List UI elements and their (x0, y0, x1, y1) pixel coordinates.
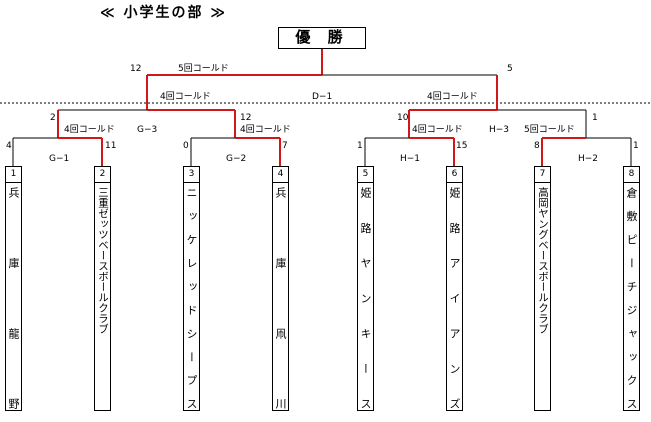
semi-right-note: 4回コールド (427, 92, 478, 102)
h1-right-score: 15 (456, 141, 468, 151)
g3-left-score: 2 (50, 113, 56, 123)
h1-label: H−1 (400, 154, 421, 164)
team-card: 3 ニッケレッドシープス (183, 166, 200, 411)
final-left-score: 12 (130, 64, 142, 74)
g1-label: G−1 (49, 154, 70, 164)
team-name: 倉敷ピーチジャックス (625, 187, 638, 409)
team-name: 姫路ヤンキース (359, 187, 372, 409)
g3-left-note: 4回コールド (64, 125, 115, 135)
final-right-score: 5 (507, 64, 513, 74)
g3-right-score: 12 (240, 113, 252, 123)
d1-label: D−1 (312, 92, 333, 102)
team-number: 4 (273, 167, 288, 183)
team-number: 7 (535, 167, 550, 183)
team-name: 三重ゼッツベースボールクラブ (97, 187, 109, 334)
team-card: 5 姫路ヤンキース (357, 166, 374, 411)
g2-left-score: 0 (183, 141, 189, 151)
team-card: 1 兵庫龍野 (5, 166, 22, 411)
g3-label: G−3 (137, 125, 158, 135)
team-number: 3 (184, 167, 199, 183)
h3-left-score: 10 (397, 113, 409, 123)
team-name: ニッケレッドシープス (185, 187, 198, 409)
h3-right-note: 5回コールド (524, 125, 575, 135)
team-card: 6 姫路アイアンズ (446, 166, 463, 411)
g2-label: G−2 (226, 154, 247, 164)
semi-left-note: 4回コールド (160, 92, 211, 102)
team-name: 姫路アイアンズ (448, 187, 461, 409)
team-number: 8 (624, 167, 639, 183)
h2-left-score: 8 (534, 141, 540, 151)
team-card: 2 三重ゼッツベースボールクラブ (94, 166, 111, 411)
page-title: ≪ 小学生の部 ≫ (100, 5, 228, 21)
team-card: 4 兵庫凧川 (272, 166, 289, 411)
final-note: 5回コールド (178, 64, 229, 74)
team-name: 兵庫龍野 (7, 187, 20, 409)
h3-right-score: 1 (592, 113, 598, 123)
team-number: 5 (358, 167, 373, 183)
h3-label: H−3 (489, 125, 510, 135)
team-number: 2 (95, 167, 110, 183)
team-number: 1 (6, 167, 21, 183)
h1-left-score: 1 (357, 141, 363, 151)
g1-right-score: 11 (105, 141, 117, 151)
champion-box: 優 勝 (278, 27, 366, 49)
h3-left-note: 4回コールド (412, 125, 463, 135)
g2-right-score: 7 (282, 141, 288, 151)
team-card: 8 倉敷ピーチジャックス (623, 166, 640, 411)
g1-left-score: 4 (6, 141, 12, 151)
team-number: 6 (447, 167, 462, 183)
h2-label: H−2 (578, 154, 599, 164)
team-name: 兵庫凧川 (274, 187, 287, 409)
team-name: 高岡ヤングベースボールクラブ (537, 187, 549, 334)
h2-right-score: 1 (633, 141, 639, 151)
team-card: 7 高岡ヤングベースボールクラブ (534, 166, 551, 411)
g3-right-note: 4回コールド (240, 125, 291, 135)
